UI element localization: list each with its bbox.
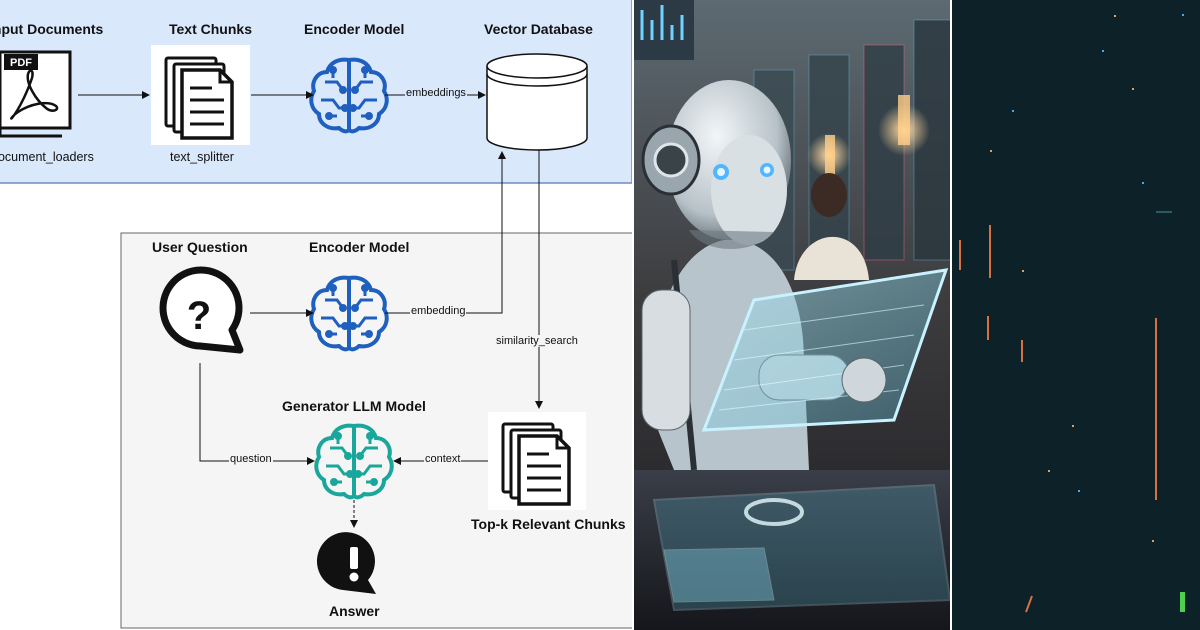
vector-database-title: Vector Database	[484, 21, 593, 37]
pdf-tag: PDF	[10, 57, 32, 69]
svg-text:?: ?	[187, 294, 211, 338]
topk-chunks-icon	[501, 422, 571, 506]
generator-llm-title: Generator LLM Model	[282, 398, 426, 414]
document-loaders-caption: document_loaders	[0, 150, 94, 164]
question-bubble-icon: ?	[159, 266, 244, 354]
input-documents-title: Input Documents	[0, 21, 104, 37]
user-question-title: User Question	[152, 239, 248, 255]
embeddings-edge-label: embeddings	[405, 87, 467, 99]
pdf-document-icon: PDF	[0, 50, 72, 138]
dark-night-panel	[952, 0, 1200, 630]
topk-chunks-title: Top-k Relevant Chunks	[471, 516, 626, 532]
encoder-model-title: Encoder Model	[304, 21, 405, 37]
context-edge-label: context	[424, 453, 462, 465]
text-splitter-caption: text_splitter	[170, 150, 234, 164]
embedding-edge-label: embedding	[410, 305, 467, 317]
text-chunks-title: Text Chunks	[169, 21, 252, 37]
text-chunks-icon	[164, 56, 234, 140]
robot-illustration	[634, 0, 950, 630]
question-edge-label: question	[229, 453, 273, 465]
exclamation-bubble-icon	[316, 532, 376, 594]
answer-title: Answer	[329, 603, 380, 619]
diagram-canvas: PDF ?	[0, 0, 632, 629]
rag-diagram: PDF ?	[0, 0, 632, 630]
database-cylinder-icon	[486, 53, 588, 151]
similarity-search-edge-label: similarity_search	[495, 335, 579, 347]
query-encoder-title: Encoder Model	[309, 239, 410, 255]
